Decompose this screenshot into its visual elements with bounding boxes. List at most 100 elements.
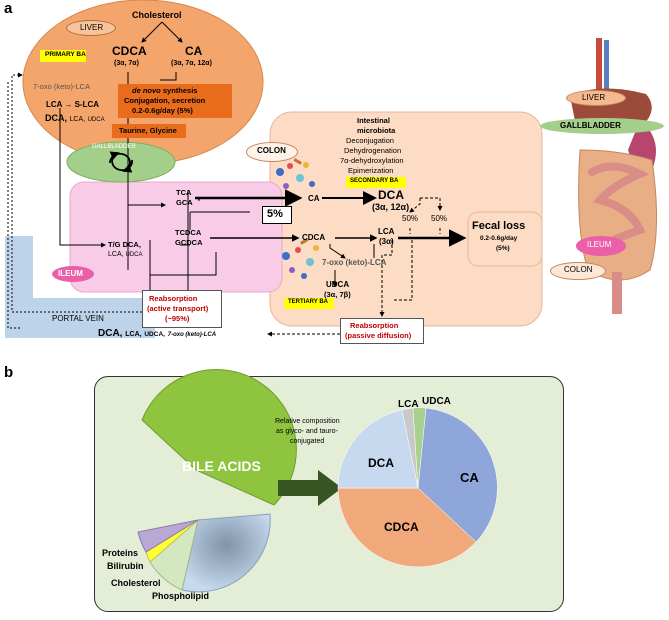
fecal-loss-l1: 0.2-0.6g/day — [480, 235, 518, 242]
cdca-liver-sub: (3α, 7α) — [114, 60, 139, 67]
udca-slice — [412, 407, 427, 489]
ca-pie-label: CA — [460, 470, 479, 485]
ca-colon: CA — [308, 194, 320, 203]
microbiota-item-3: 7α-dehydroxylation — [340, 156, 404, 165]
primary-ba-label: PRIMARY BA — [45, 51, 86, 58]
ca-liver-sub: (3α, 7α, 12α) — [171, 60, 212, 67]
tcdca-label: TCDCA — [175, 228, 202, 237]
liver-tag — [66, 20, 116, 36]
microbiota-title2: microbiota — [357, 126, 396, 135]
microbiota-item-1: Deconjugation — [346, 136, 394, 145]
oxo-lca-liver: 7-oxo (keto)-LCA — [33, 82, 91, 91]
lca-liver: LCA, — [69, 116, 86, 123]
reabsorption-passive-box — [340, 318, 424, 344]
ileum-tag-label: ILEUM — [58, 269, 83, 278]
phospholipid-slice — [181, 513, 271, 593]
pct-50-left: 50% — [402, 214, 419, 223]
udca-pie-label: UDCA — [422, 396, 451, 407]
panel-b-letter: b — [4, 364, 14, 381]
dca-liver-line: DCA, LCA, UDCA — [45, 113, 105, 123]
synthesis-line2: Conjugation, secretion — [124, 96, 206, 105]
gallbladder-region — [66, 141, 176, 183]
tertiary-ba-label: TERTIARY BA — [288, 299, 329, 305]
fecal-loss-box — [467, 211, 543, 267]
microbes-bottom — [282, 238, 319, 279]
portal-vein-label: PORTAL VEIN — [52, 314, 104, 323]
lca-ileum: LCA, — [108, 251, 124, 258]
ca-liver: CA — [185, 44, 203, 58]
reabsorption-active-l3: (~95%) — [165, 314, 190, 323]
tca-label: TCA — [176, 188, 192, 197]
arrow-caption-2: as glyco- and tauro- — [276, 428, 338, 435]
dca-colon: DCA — [378, 188, 404, 202]
secondary-ba-tag — [346, 177, 406, 188]
anatomy-ileum-tag — [576, 236, 626, 256]
reabsorption-active-box — [142, 290, 222, 328]
arrow-caption-1: Relative composition — [275, 418, 340, 425]
bile-acids-slice — [141, 369, 297, 506]
fecal-loss-l2: (5%) — [496, 245, 510, 252]
bilirubin-label: Bilirubin — [107, 561, 144, 571]
anatomy-liver-label: LIVER — [582, 93, 606, 102]
colon-tag-label: COLON — [257, 146, 286, 155]
ca-slice — [417, 407, 498, 543]
synthesis-text: synthesis — [160, 86, 198, 95]
fecal-loss-title: Fecal loss — [472, 220, 526, 232]
five-percent-box — [262, 206, 292, 224]
arrow-caption-3: conjugated — [290, 438, 325, 445]
udca-colon-sub: (3α, 7β) — [324, 290, 351, 299]
primary-ba-tag — [40, 50, 86, 62]
five-percent-label: 5% — [267, 208, 283, 220]
cholesterol-pie-label: Cholesterol — [111, 578, 161, 588]
oxo-lca-bottom: 7-oxo (keto)-LCA — [167, 332, 217, 338]
anatomy-colon-tag — [550, 262, 606, 280]
tg-dca-label: T/G DCA, — [108, 240, 141, 249]
reabsorption-active-l2: (active transport) — [147, 304, 209, 313]
microbiota-item-4: Epimerization — [348, 166, 394, 175]
microbiota-title1: Intestinal — [357, 116, 390, 125]
lca-bottom: LCA, — [125, 331, 142, 338]
cdca-slice — [337, 487, 477, 568]
anatomy-gallbladder-tag — [540, 118, 664, 134]
dca-colon-sub: (3α, 12α) — [372, 202, 410, 212]
pct-50-right: 50% — [431, 214, 448, 223]
lca-pie-label: LCA — [398, 399, 419, 410]
lca-s-lca: LCA → S-LCA — [46, 100, 100, 109]
composition-arrow — [278, 470, 342, 506]
secondary-ba-label: SECONDARY BA — [350, 178, 399, 184]
gcdca-label: GCDCA — [175, 238, 203, 247]
de-novo-text: de novo — [132, 86, 161, 95]
taurine-glycine: Taurine, Glycine — [119, 126, 177, 135]
proteins-label: Proteins — [102, 548, 139, 558]
lca-colon: LCA — [378, 227, 395, 236]
microbiota-item-2: Dehydrogenation — [344, 146, 402, 155]
synthesis-line3: 0.2-0.6g/day (5%) — [132, 106, 193, 115]
dca-liver: DCA, — [45, 113, 67, 123]
liver-tag-label: LIVER — [80, 23, 104, 32]
phospholipid-label: Phospholipid — [152, 591, 209, 601]
anatomy-gallbladder-label: GALLBLADDER — [560, 121, 621, 130]
synthesis-box — [118, 84, 232, 118]
ileum-tag — [52, 266, 94, 282]
dca-slice — [337, 409, 419, 489]
gca-label: GCA — [176, 198, 193, 207]
portal-vein-bar — [5, 298, 155, 338]
udca-colon: UDCA — [326, 280, 350, 289]
microbes-top — [276, 158, 315, 189]
colon-tag — [246, 142, 298, 162]
oxo-lca-colon: 7-oxo (keto)-LCA — [322, 258, 387, 267]
dca-pie-label: DCA — [368, 456, 394, 470]
anatomy-ileum-label: ILEUM — [587, 240, 612, 249]
lca-udca-ileum: LCA, UDCA — [108, 251, 143, 258]
bile-acids-label: BILE ACIDS — [182, 458, 261, 474]
taurine-glycine-box — [112, 124, 186, 138]
cdca-pie-label: CDCA — [384, 520, 419, 534]
reabsorption-active-l1: Reabsorption — [149, 294, 198, 303]
gallbladder-label: GALLBLADDER — [92, 144, 136, 150]
synthesis-line1: de novo synthesis — [132, 86, 197, 95]
panel-a-letter: a — [4, 0, 13, 17]
cdca-liver: CDCA — [112, 44, 147, 58]
udca-bottom: UDCA, — [144, 331, 165, 338]
lca-colon-sub: (3α) — [379, 237, 394, 246]
